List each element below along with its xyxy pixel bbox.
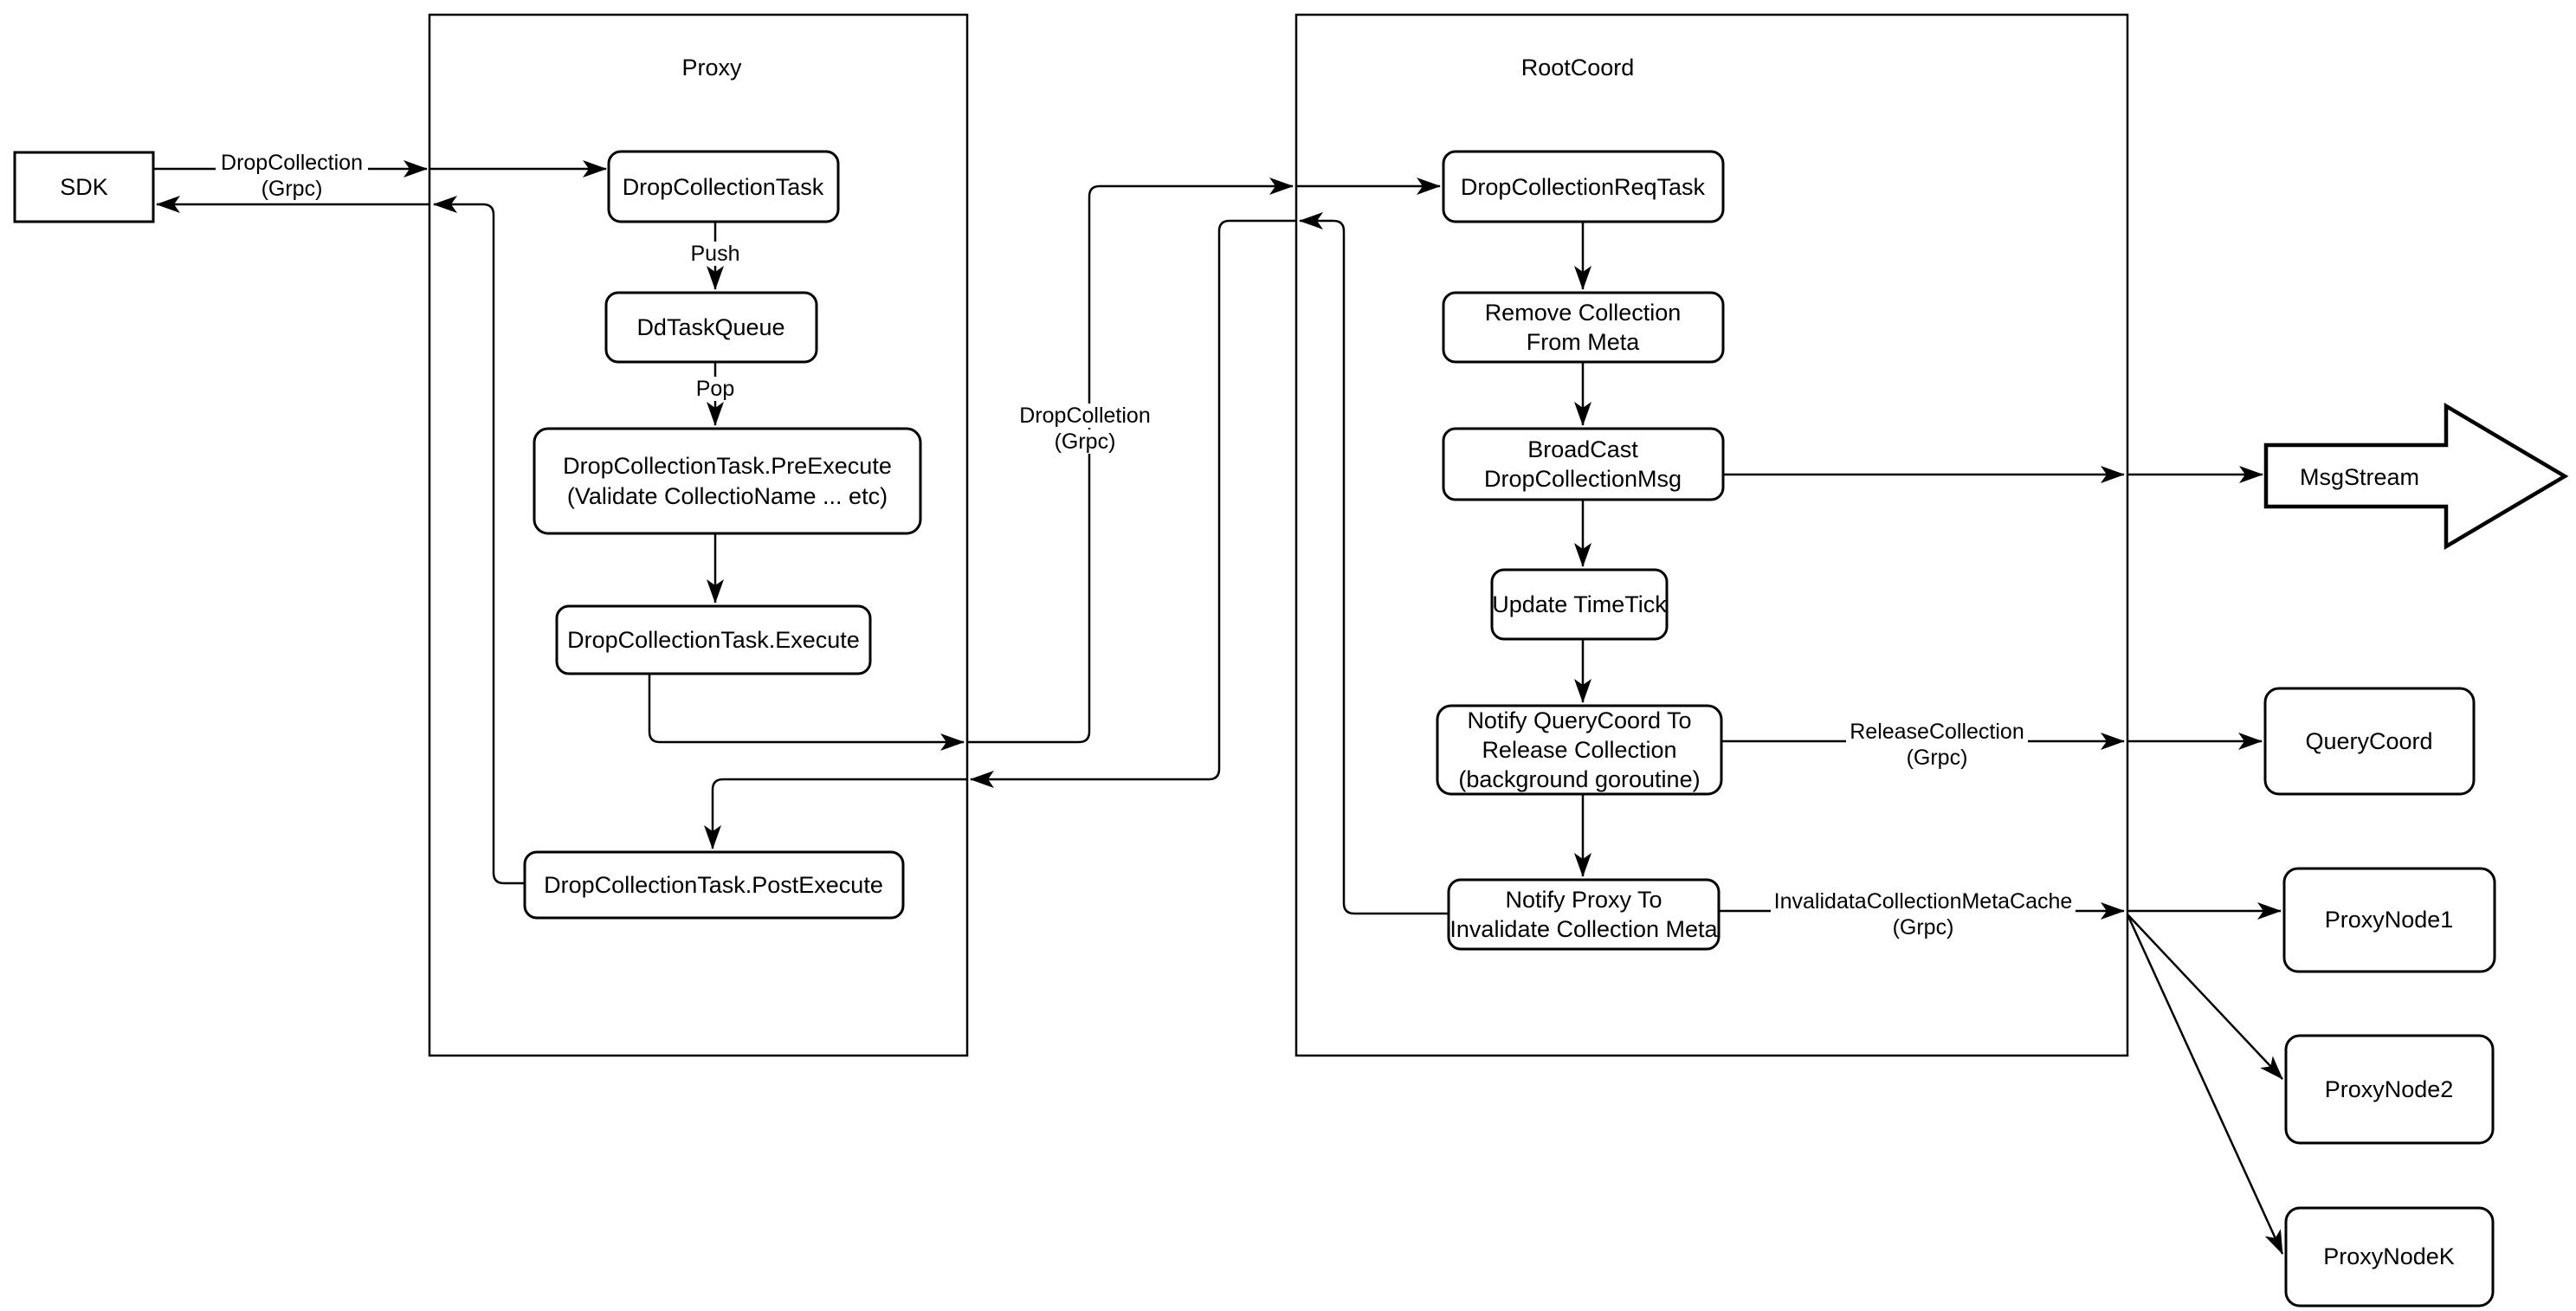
- edge-execute-out: [648, 674, 965, 751]
- node-notifyproxy-line2: Invalidate Collection Meta: [1449, 916, 1718, 942]
- node-proxynode1: [2282, 867, 2496, 973]
- rootcoord-container-title: RootCoord: [1521, 55, 1635, 81]
- node-notifyquerycoord-line1: Notify QueryCoord To: [1467, 707, 1691, 733]
- label-bg: [1846, 720, 2028, 744]
- node-notifyquerycoord: [1436, 704, 1723, 796]
- node-preexecute: [533, 427, 922, 535]
- edge-label-releasecollection2: (Grpc): [1907, 746, 1968, 770]
- node-querycoord-label: QueryCoord: [2305, 728, 2432, 754]
- node-notifyproxy: [1447, 878, 1721, 951]
- edge-label-dropcollection-grpc2: (Grpc): [261, 177, 323, 201]
- node-sdk-label: SDK: [60, 174, 108, 200]
- edge-label-pop: Pop: [696, 377, 734, 401]
- node-proxynode2: [2284, 1034, 2495, 1145]
- node-removecollectionfrommeta: [1442, 291, 1725, 364]
- edge-postexecute-to-proxy-border: [433, 196, 525, 885]
- edge-return-to-proxy-border: [970, 219, 1296, 788]
- edge-label-invalidatecache2: (Grpc): [1893, 915, 1954, 940]
- proxy-container: [428, 13, 969, 1057]
- label-bg: [1888, 915, 1959, 940]
- node-postexecute-label: DropCollectionTask.PostExecute: [544, 872, 883, 898]
- label-bg: [691, 377, 739, 401]
- msgstream-block-arrow: [2263, 403, 2569, 550]
- edge-labels: DropCollection (Grpc) Push Pop DropColle…: [216, 151, 2076, 940]
- node-updatetimetick-label: Update TimeTick: [1492, 591, 1667, 617]
- edge-return-to-postexecute: [704, 778, 967, 849]
- node-preexecute-label-line1: DropCollectionTask.PreExecute: [563, 453, 892, 479]
- edge-border-to-proxynode2: [2127, 914, 2283, 1080]
- node-dropcollectionreqtask-label: DropCollectionReqTask: [1461, 174, 1706, 200]
- label-bg: [1901, 746, 1972, 770]
- node-ddtaskqueue-label: DdTaskQueue: [636, 314, 784, 340]
- node-updatetimetick: [1490, 568, 1669, 641]
- label-bg: [687, 242, 744, 266]
- edge-label-dropcollection-grpc: DropCollection: [221, 151, 363, 175]
- edge-label-dropcolletion-grpc: DropColletion: [1019, 404, 1150, 428]
- node-execute-label: DropCollectionTask.Execute: [567, 627, 860, 653]
- node-querycoord: [2263, 687, 2476, 796]
- node-notifyquerycoord-line2: Release Collection: [1482, 737, 1676, 763]
- label-bg: [1049, 429, 1120, 454]
- edge-label-invalidatecache: InvalidataCollectionMetaCache: [1774, 889, 2073, 914]
- edge-label-push: Push: [691, 242, 740, 266]
- node-proxynode1-label: ProxyNode1: [2325, 907, 2454, 933]
- node-preexecute-label-line2: (Validate CollectioName ... etc): [567, 483, 888, 509]
- node-sdk: [13, 151, 155, 223]
- node-notifyquerycoord-line3: (background goroutine): [1458, 766, 1700, 792]
- edge-notifyproxy-return-to-border: [1299, 212, 1449, 915]
- rootcoord-container: [1294, 13, 2129, 1057]
- node-proxynodek: [2284, 1206, 2495, 1308]
- node-msgstream-label: MsgStream: [2300, 464, 2419, 490]
- edge-label-releasecollection: ReleaseCollection: [1850, 720, 2024, 744]
- proxy-container-title: Proxy: [681, 55, 742, 81]
- label-bg: [216, 151, 368, 175]
- node-proxynode2-label: ProxyNode2: [2325, 1076, 2454, 1102]
- node-broadcastdropcollectionmsg-line2: DropCollectionMsg: [1484, 466, 1682, 492]
- edges: [153, 160, 2284, 1255]
- node-dropcollectionreqtask: [1442, 150, 1725, 223]
- node-broadcastdropcollectionmsg: [1442, 427, 1725, 501]
- edge-label-dropcolletion-grpc2: (Grpc): [1055, 429, 1116, 454]
- node-dropcollectiontask-label: DropCollectionTask: [623, 174, 824, 200]
- node-notifyproxy-line1: Notify Proxy To: [1505, 887, 1662, 913]
- node-dropcollectiontask: [607, 150, 840, 223]
- label-bg: [1014, 404, 1156, 428]
- node-broadcastdropcollectionmsg-line1: BroadCast: [1527, 436, 1638, 462]
- node-removecollectionfrommeta-line1: Remove Collection: [1485, 300, 1682, 326]
- nodes: SDK DropCollectionTask DdTaskQueue DropC…: [13, 150, 2569, 1308]
- label-bg: [1771, 889, 2076, 914]
- label-bg: [256, 177, 327, 201]
- node-removecollectionfrommeta-line2: From Meta: [1527, 329, 1641, 355]
- node-ddtaskqueue: [604, 291, 818, 364]
- node-postexecute: [523, 850, 905, 920]
- edge-grpc-to-rootcoord-border: [967, 178, 1294, 744]
- node-proxynodek-label: ProxyNodeK: [2323, 1243, 2455, 1269]
- edge-border-to-proxynodek: [2126, 914, 2284, 1255]
- node-execute: [555, 604, 872, 675]
